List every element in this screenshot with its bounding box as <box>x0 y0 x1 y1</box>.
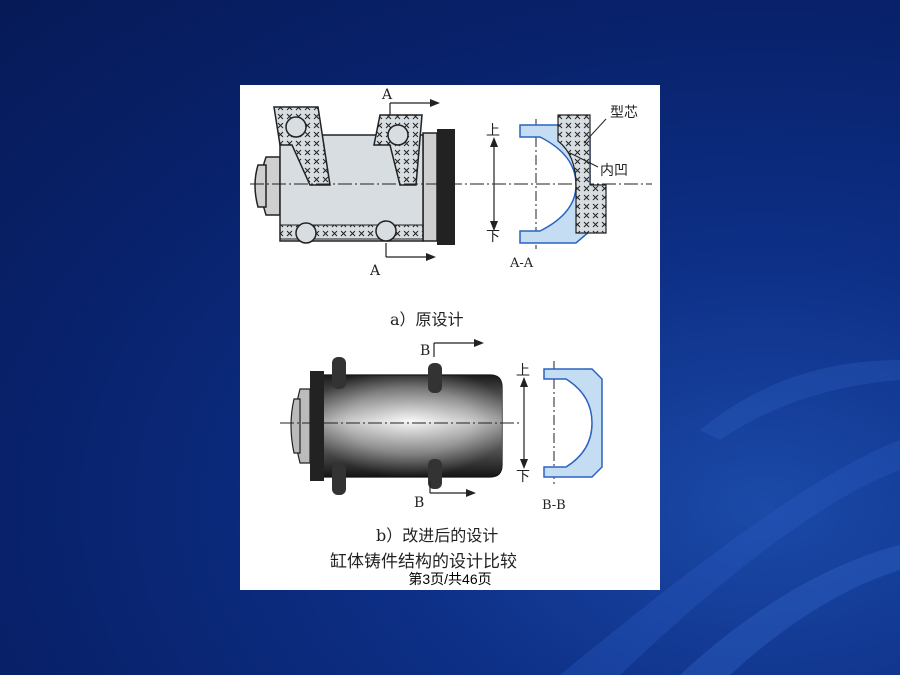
top-section-marker-upper: A <box>381 87 393 103</box>
improved-casting-drawing <box>280 339 522 497</box>
bottom-direction-arrow <box>520 377 528 469</box>
label-core: 型芯 <box>610 105 638 121</box>
figure-title: 缸体铸件结构的设计比较 <box>330 551 517 572</box>
bottom-section-view <box>543 361 603 487</box>
top-section-marker-lower: A <box>369 263 381 279</box>
caption-original: a）原设计 <box>390 310 464 329</box>
bottom-direction-down: 下 <box>516 469 530 485</box>
bottom-section-label: B-B <box>542 498 566 513</box>
top-direction-down: 下 <box>486 229 500 245</box>
top-direction-up: 上 <box>486 123 500 139</box>
bottom-direction-up: 上 <box>516 363 530 379</box>
bottom-section-marker-lower: B <box>414 495 424 511</box>
label-recess: 内凹 <box>600 163 628 179</box>
page-indicator: 第3页/共46页 <box>408 571 492 587</box>
caption-improved: b）改进后的设计 <box>376 526 498 545</box>
figure-panel: A A 上 下 型芯 内凹 A-A a）原设计 <box>240 85 660 590</box>
original-casting-drawing <box>250 99 652 261</box>
top-direction-arrow <box>490 137 498 231</box>
bottom-section-marker-upper: B <box>420 343 430 359</box>
top-section-label: A-A <box>509 256 534 271</box>
top-section-view <box>519 114 607 249</box>
